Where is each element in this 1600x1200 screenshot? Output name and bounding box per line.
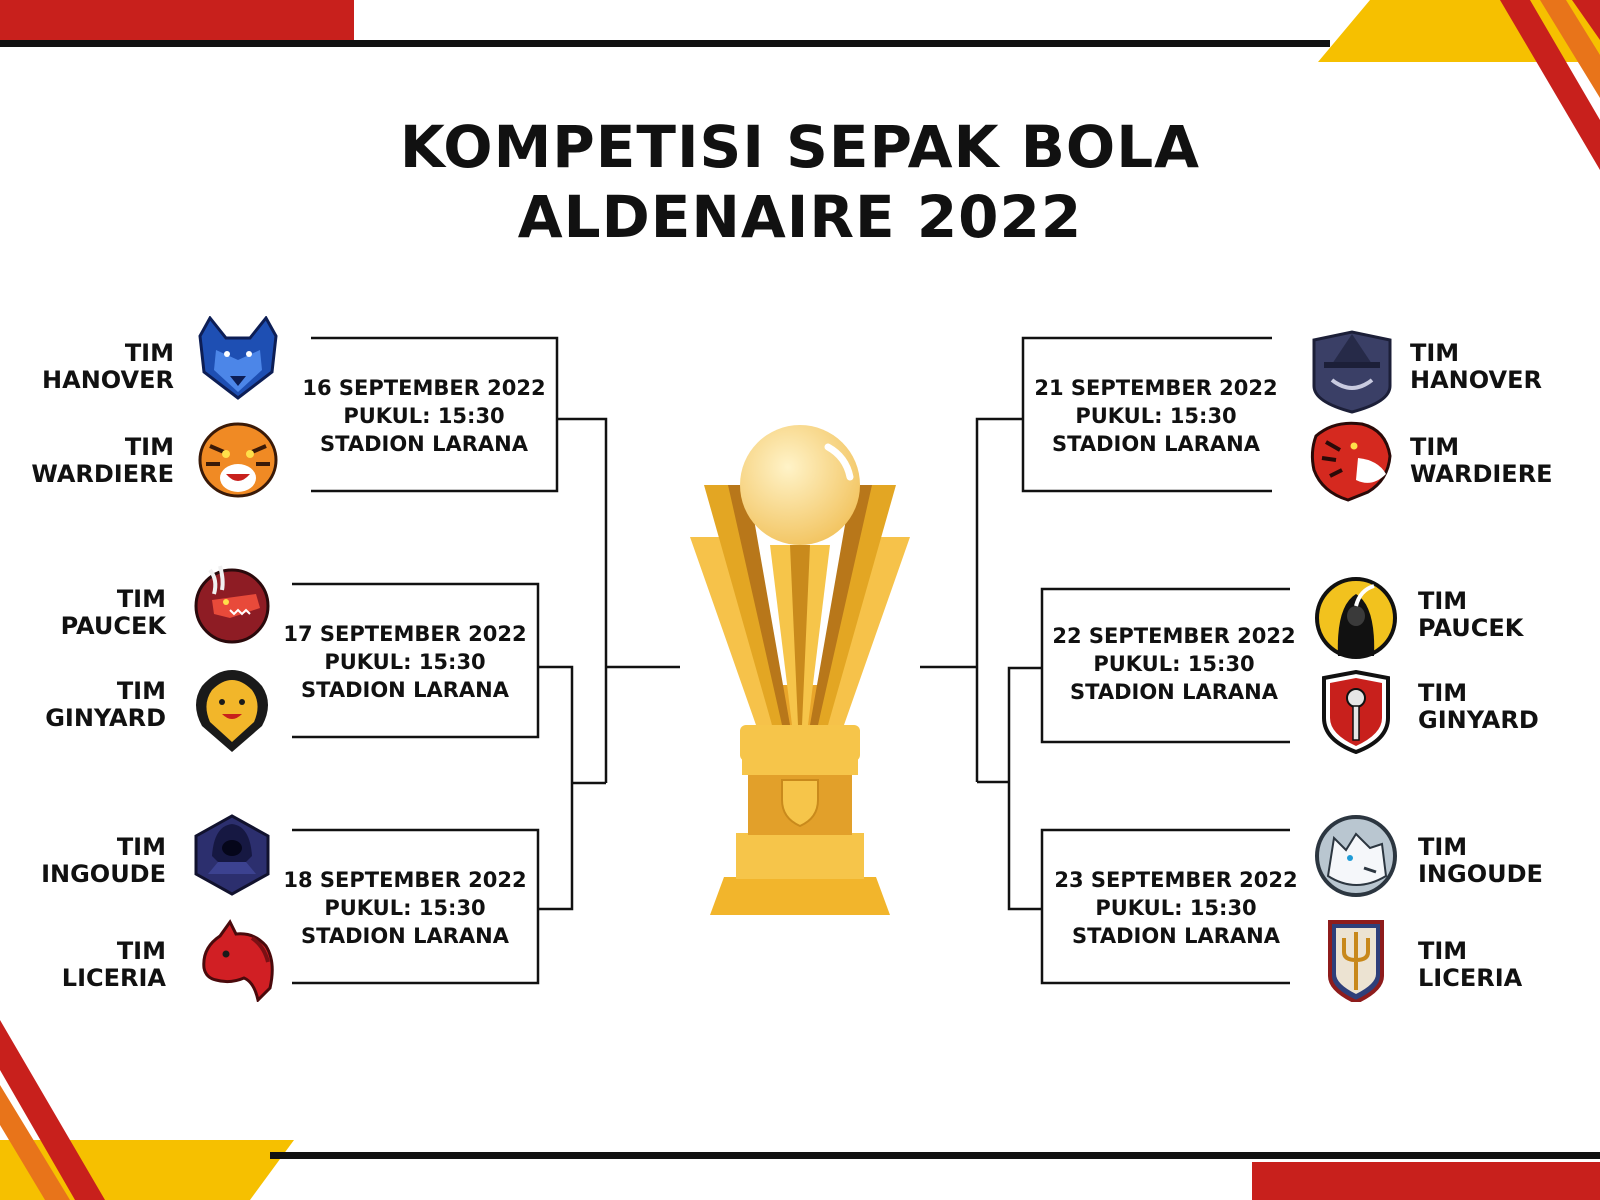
team-prefix: TIM <box>1418 833 1468 861</box>
team-prefix: TIM <box>116 833 166 861</box>
orange-tiger-icon <box>198 422 278 498</box>
team-name: PAUCEK <box>1418 614 1524 642</box>
match-date: 17 SEPTEMBER 2022 <box>283 622 527 646</box>
team-name: WARDIERE <box>31 460 174 488</box>
right-match-3-bracket <box>1040 828 1290 985</box>
match-time: PUKUL: 15:30 <box>1093 652 1255 676</box>
right-match-1-info: 21 SEPTEMBER 2022 PUKUL: 15:30 STADION L… <box>1026 374 1286 458</box>
white-wolf-moon-icon <box>1315 815 1397 897</box>
hooded-figure-icon <box>194 814 270 896</box>
left-team-ingoude: TIM INGOUDE <box>6 834 166 888</box>
title-line-2: ALDENAIRE 2022 <box>517 183 1083 251</box>
bottom-left-orange-stripe <box>0 1085 70 1200</box>
left-team-ginyard: TIM GINYARD <box>6 678 166 732</box>
left-final-connector <box>557 417 608 783</box>
right-semi-connector <box>1007 666 1042 911</box>
left-team-liceria: TIM LICERIA <box>6 938 166 992</box>
left-match-1-info: 16 SEPTEMBER 2022 PUKUL: 15:30 STADION L… <box>294 374 554 458</box>
title-line-1: KOMPETISI SEPAK BOLA <box>399 113 1201 181</box>
match-time: PUKUL: 15:30 <box>1075 404 1237 428</box>
right-team-hanover: TIM HANOVER <box>1410 340 1570 394</box>
right-team-ingoude: TIM INGOUDE <box>1418 834 1578 888</box>
team-prefix: TIM <box>116 677 166 705</box>
right-team-ginyard: TIM GINYARD <box>1418 680 1578 734</box>
match-time: PUKUL: 15:30 <box>324 650 486 674</box>
yellow-cobra-icon <box>196 670 268 752</box>
bottom-left-red-stripe <box>0 1020 105 1200</box>
top-right-red-corner <box>1572 0 1600 40</box>
team-name: GINYARD <box>45 704 166 732</box>
match-date: 23 SEPTEMBER 2022 <box>1054 868 1298 892</box>
match-venue: STADION LARANA <box>1052 432 1260 456</box>
right-team-paucek: TIM PAUCEK <box>1418 588 1578 642</box>
red-dragon-icon <box>194 565 270 644</box>
team-name: GINYARD <box>1418 706 1539 734</box>
team-name: HANOVER <box>1410 366 1542 394</box>
match-date: 22 SEPTEMBER 2022 <box>1052 624 1296 648</box>
team-prefix: TIM <box>1410 433 1460 461</box>
top-right-red-stripe <box>1500 0 1600 170</box>
page-title: KOMPETISI SEPAK BOLA ALDENAIRE 2022 <box>0 112 1600 252</box>
team-prefix: TIM <box>116 937 166 965</box>
match-venue: STADION LARANA <box>301 924 509 948</box>
team-prefix: TIM <box>1410 339 1460 367</box>
blue-wolf-icon <box>198 316 278 400</box>
right-match-2-info: 22 SEPTEMBER 2022 PUKUL: 15:30 STADION L… <box>1044 622 1304 706</box>
bottom-black-line <box>270 1152 1600 1159</box>
team-prefix: TIM <box>124 339 174 367</box>
red-horse-icon <box>202 919 274 1002</box>
team-prefix: TIM <box>1418 587 1468 615</box>
left-match-1-bracket <box>311 336 559 493</box>
trophy-icon <box>690 425 910 915</box>
right-team-wardiere: TIM WARDIERE <box>1410 434 1570 488</box>
match-date: 16 SEPTEMBER 2022 <box>302 376 546 400</box>
left-team-wardiere: TIM WARDIERE <box>14 434 174 488</box>
left-match-2-bracket <box>292 582 540 739</box>
left-team-hanover: TIM HANOVER <box>14 340 174 394</box>
team-prefix: TIM <box>116 585 166 613</box>
right-match-3-info: 23 SEPTEMBER 2022 PUKUL: 15:30 STADION L… <box>1046 866 1306 950</box>
right-final-connector <box>975 417 1023 782</box>
match-time: PUKUL: 15:30 <box>324 896 486 920</box>
match-venue: STADION LARANA <box>1072 924 1280 948</box>
right-team-liceria: TIM LICERIA <box>1418 938 1578 992</box>
team-name: PAUCEK <box>60 612 166 640</box>
team-name: WARDIERE <box>1410 460 1553 488</box>
trident-shield-icon <box>1328 920 1384 1002</box>
right-match-1-bracket <box>1021 336 1272 493</box>
team-prefix: TIM <box>1418 937 1468 965</box>
team-prefix: TIM <box>1418 679 1468 707</box>
reaper-icon <box>1315 577 1397 659</box>
match-venue: STADION LARANA <box>301 678 509 702</box>
red-tiger-icon <box>1310 421 1392 502</box>
left-match-3-info: 18 SEPTEMBER 2022 PUKUL: 15:30 STADION L… <box>275 866 535 950</box>
mace-shield-icon <box>1322 670 1390 754</box>
left-match-3-bracket <box>292 828 540 985</box>
match-venue: STADION LARANA <box>1070 680 1278 704</box>
team-prefix: TIM <box>124 433 174 461</box>
match-date: 18 SEPTEMBER 2022 <box>283 868 527 892</box>
match-date: 21 SEPTEMBER 2022 <box>1034 376 1278 400</box>
team-name: HANOVER <box>42 366 174 394</box>
team-name: INGOUDE <box>1418 860 1543 888</box>
team-name: INGOUDE <box>41 860 166 888</box>
left-match-2-info: 17 SEPTEMBER 2022 PUKUL: 15:30 STADION L… <box>275 620 535 704</box>
bottom-right-red-bar <box>1252 1162 1600 1200</box>
right-match-2-bracket <box>1040 587 1290 744</box>
top-black-line <box>0 40 1330 47</box>
top-right-orange-stripe <box>1540 0 1600 98</box>
team-name: LICERIA <box>1418 964 1523 992</box>
match-time: PUKUL: 15:30 <box>343 404 505 428</box>
match-time: PUKUL: 15:30 <box>1095 896 1257 920</box>
top-left-red-bar <box>0 0 354 40</box>
team-name: LICERIA <box>61 964 166 992</box>
left-team-paucek: TIM PAUCEK <box>6 586 166 640</box>
wizard-shield-icon <box>1312 330 1392 414</box>
match-venue: STADION LARANA <box>320 432 528 456</box>
left-semi-connector <box>538 665 574 911</box>
